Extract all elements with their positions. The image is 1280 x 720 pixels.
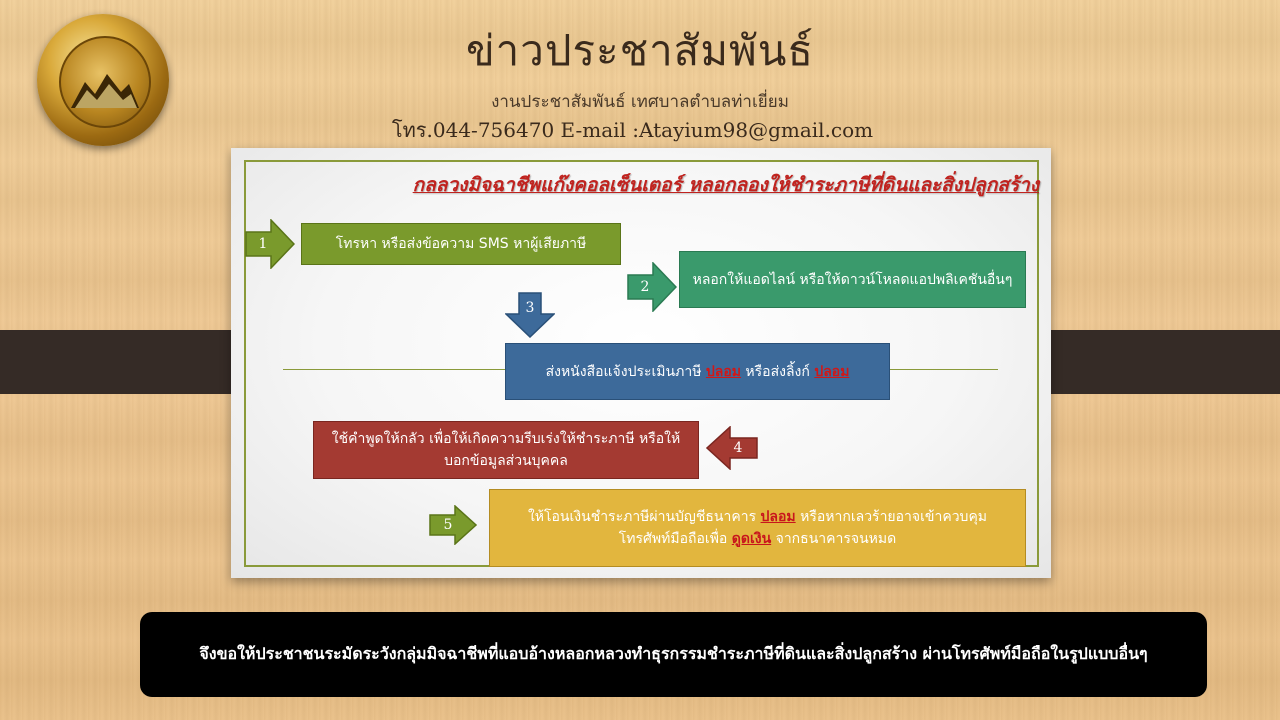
step-2-box: หลอกให้แอดไลน์ หรือให้ดาวน์โหลดแอปพลิเคช… — [679, 251, 1026, 308]
fake-label: ปลอม — [760, 509, 796, 525]
contact-info: โทร.044-756470 E-mail :Atayium98@gmail.c… — [391, 118, 874, 142]
step-5-text: ให้โอนเงินชำระภาษีผ่านบัญชีธนาคาร ปลอม ห… — [504, 506, 1011, 550]
step-3-number: 3 — [525, 300, 535, 316]
step-3-text-b: หรือส่งลิ้งก์ — [740, 363, 815, 380]
right-decor-band — [1022, 330, 1280, 394]
warning-banner-text: จึงขอให้ประชาชนระมัดระวังกลุ่มมิจฉาชีพที… — [199, 644, 1148, 663]
fake-label: ปลอม — [705, 363, 741, 380]
step-5-text-b: หรือหากเลวร้ายอาจเข้าควบคุมโทรศัพท์มือถื… — [618, 509, 988, 547]
card-title: กลลวงมิจฉาชีพแก๊งคอลเซ็นเตอร์ หลอกลองให้… — [412, 174, 1039, 196]
step-4-text: ใช้คำพูดให้กลัว เพื่อให้เกิดความรีบเร่งใ… — [331, 431, 681, 469]
steal-money-label: ดูดเงิน — [731, 531, 772, 547]
step-1-arrow-icon: 1 — [245, 219, 295, 269]
step-3-box: ส่งหนังสือแจ้งประเมินภาษี ปลอม หรือส่งลิ… — [505, 343, 890, 400]
warning-banner: จึงขอให้ประชาชนระมัดระวังกลุ่มมิจฉาชีพที… — [140, 612, 1207, 697]
step-2-arrow-icon: 2 — [627, 262, 677, 312]
step-4-arrow-icon: 4 — [706, 426, 758, 470]
step-5-text-a: ให้โอนเงินชำระภาษีผ่านบัญชีธนาคาร — [527, 509, 761, 525]
municipality-seal-icon — [37, 14, 169, 146]
step-1-text: โทรหา หรือส่งข้อความ SMS หาผู้เสียภาษี — [335, 236, 587, 252]
step-5-number: 5 — [443, 517, 453, 533]
step-2-text: หลอกให้แอดไลน์ หรือให้ดาวน์โหลดแอปพลิเคช… — [692, 271, 1013, 288]
step-2-number: 2 — [640, 279, 650, 295]
left-decor-band — [0, 330, 258, 394]
fake-label: ปลอม — [814, 363, 850, 380]
page-title: ข่าวประชาสัมพันธ์ — [465, 26, 815, 75]
step-3-text: ส่งหนังสือแจ้งประเมินภาษี ปลอม หรือส่งลิ… — [546, 361, 850, 383]
step-1-number: 1 — [258, 236, 268, 252]
page-subtitle: งานประชาสัมพันธ์ เทศบาลตำบลท่าเยี่ยม — [491, 92, 789, 112]
step-4-number: 4 — [733, 440, 743, 456]
step-5-arrow-icon: 5 — [429, 505, 477, 545]
step-5-text-c: จากธนาคารจนหมด — [771, 531, 897, 547]
step-1-box: โทรหา หรือส่งข้อความ SMS หาผู้เสียภาษี — [301, 223, 621, 265]
step-3-arrow-icon: 3 — [505, 292, 555, 338]
step-5-box: ให้โอนเงินชำระภาษีผ่านบัญชีธนาคาร ปลอม ห… — [489, 489, 1026, 567]
step-3-text-a: ส่งหนังสือแจ้งประเมินภาษี — [545, 363, 706, 380]
step-4-box: ใช้คำพูดให้กลัว เพื่อให้เกิดความรีบเร่งใ… — [313, 421, 699, 479]
